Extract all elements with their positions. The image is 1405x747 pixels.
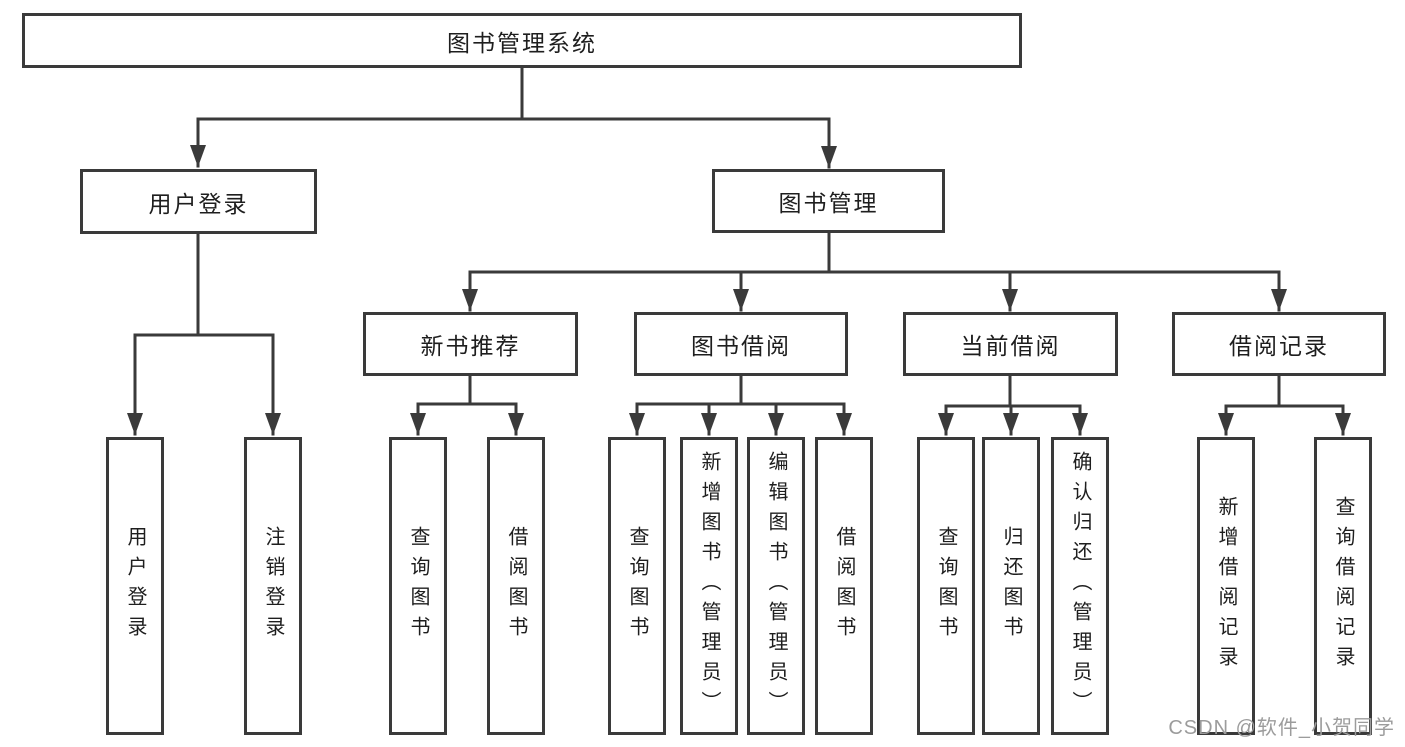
- leaf-cb-return-book: 归还图书: [982, 437, 1040, 735]
- node-root-label: 图书管理系统: [447, 29, 597, 56]
- leaf-user-login-label: 用户登录: [124, 526, 146, 646]
- leaf-bb-edit-book-admin: 编辑图书（管理员）: [747, 437, 805, 735]
- leaf-nbr-query-book: 查询图书: [389, 437, 447, 735]
- leaf-nbr-borrow-book: 借阅图书: [487, 437, 545, 735]
- node-new-book-recommend-label: 新书推荐: [420, 333, 521, 359]
- leaf-cb-query-book: 查询图书: [917, 437, 975, 735]
- leaf-cb-confirm-return-admin-label: 确认归还（管理员）: [1069, 451, 1091, 721]
- leaf-br-query-record: 查询借阅记录: [1314, 437, 1372, 735]
- node-book-management: 图书管理: [712, 169, 945, 233]
- leaf-nbr-query-book-label: 查询图书: [407, 526, 429, 646]
- leaf-bb-add-book-admin-label: 新增图书（管理员）: [698, 451, 720, 721]
- node-new-book-recommend: 新书推荐: [363, 312, 578, 376]
- node-borrow-records-label: 借阅记录: [1229, 333, 1329, 359]
- leaf-cb-return-book-label: 归还图书: [1000, 526, 1022, 646]
- node-current-borrow: 当前借阅: [903, 312, 1118, 376]
- leaf-logout: 注销登录: [244, 437, 302, 735]
- leaf-bb-edit-book-admin-label: 编辑图书（管理员）: [765, 451, 787, 721]
- leaf-cb-query-book-label: 查询图书: [935, 526, 957, 646]
- node-user-login-label: 用户登录: [148, 190, 249, 217]
- node-book-borrow: 图书借阅: [634, 312, 848, 376]
- csdn-watermark: CSDN @软件_小贺同学: [1168, 717, 1395, 739]
- leaf-nbr-borrow-book-label: 借阅图书: [505, 526, 527, 646]
- node-book-management-label: 图书管理: [778, 190, 879, 216]
- node-user-login: 用户登录: [80, 169, 317, 234]
- leaf-bb-add-book-admin: 新增图书（管理员）: [680, 437, 738, 735]
- leaf-logout-label: 注销登录: [262, 526, 284, 646]
- node-borrow-records: 借阅记录: [1172, 312, 1386, 376]
- node-current-borrow-label: 当前借阅: [960, 333, 1061, 359]
- node-root-library-system: 图书管理系统: [22, 13, 1022, 68]
- leaf-user-login: 用户登录: [106, 437, 164, 735]
- leaf-br-add-record: 新增借阅记录: [1197, 437, 1255, 735]
- leaf-bb-query-book-label: 查询图书: [626, 526, 648, 646]
- leaf-bb-borrow-book-label: 借阅图书: [833, 526, 855, 646]
- leaf-bb-borrow-book: 借阅图书: [815, 437, 873, 735]
- node-book-borrow-label: 图书借阅: [691, 333, 791, 359]
- leaf-br-add-record-label: 新增借阅记录: [1215, 496, 1237, 676]
- leaf-br-query-record-label: 查询借阅记录: [1332, 496, 1354, 676]
- leaf-bb-query-book: 查询图书: [608, 437, 666, 735]
- leaf-cb-confirm-return-admin: 确认归还（管理员）: [1051, 437, 1109, 735]
